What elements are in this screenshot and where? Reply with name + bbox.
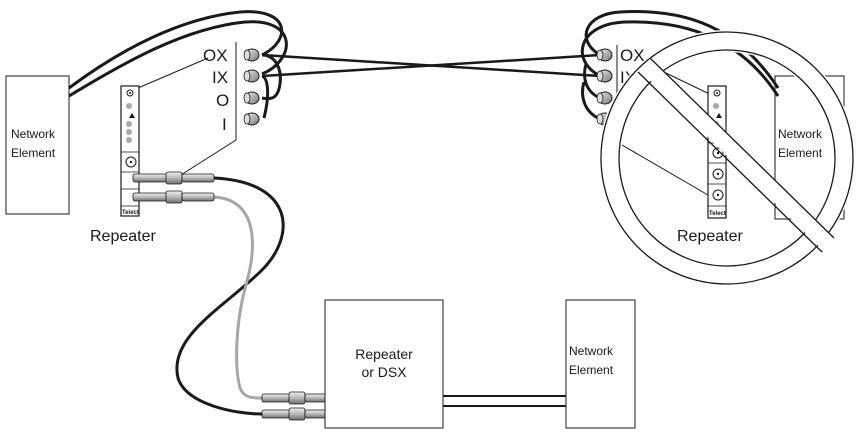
right-port-label-ox: OX: [620, 46, 645, 65]
bottom-ne-label-line2: Element: [569, 363, 614, 377]
prohibited-icon: [599, 30, 855, 286]
left-jack-o[interactable]: [243, 91, 260, 105]
left-ne-cables: [68, 10, 288, 98]
left-port-labels: OX IX O I: [203, 46, 229, 134]
right-repeater-label: Repeater: [677, 228, 743, 245]
left-jack-ox[interactable]: [243, 48, 260, 62]
left-card-plug-2[interactable]: [132, 190, 215, 204]
left-led-2: [126, 121, 132, 127]
left-ne-label-line2: Element: [11, 146, 56, 160]
right-card-brand: Telect: [709, 211, 726, 217]
left-card-plug-1[interactable]: [132, 171, 215, 185]
left-port-label-o: O: [216, 91, 229, 110]
left-repeater-card: Telect: [120, 85, 140, 217]
left-led-4: [126, 137, 132, 143]
bottom-ne-label-line1: Network: [569, 344, 614, 358]
left-network-element: Network Element: [5, 75, 70, 215]
left-jack-ix[interactable]: [243, 69, 260, 83]
repeater-or-dsx-box: Repeater or DSX: [324, 299, 444, 429]
left-port-label-i: I: [222, 115, 227, 134]
left-warning-icon: [129, 113, 135, 118]
dsx-label-line2: or DSX: [361, 364, 407, 380]
gray-patch-cord: [213, 195, 263, 400]
left-card-brand: Telect: [122, 210, 139, 216]
cross-connect-cables: [261, 53, 601, 78]
left-port-jacks: [243, 48, 260, 126]
left-jack-i[interactable]: [243, 112, 260, 126]
black-patch-cord: [175, 176, 285, 416]
right-jack-ix[interactable]: [596, 69, 613, 83]
right-ne-label-line2: Element: [778, 146, 823, 160]
left-led-3: [126, 129, 132, 135]
right-jack-o[interactable]: [596, 91, 613, 105]
right-repeater-card: Telect: [707, 85, 727, 219]
right-jack-ox[interactable]: [596, 48, 613, 62]
left-ne-label-line1: Network: [11, 127, 56, 141]
right-warning-icon: [716, 113, 722, 118]
left-port-loops: [261, 53, 282, 119]
bottom-network-element: Network Element: [565, 299, 636, 429]
left-patch-panel: [137, 42, 237, 181]
right-led-1: [713, 103, 719, 109]
dsx-label-line1: Repeater: [355, 346, 413, 362]
left-led-1: [126, 103, 132, 109]
dsx-to-ne-cables: [443, 395, 566, 407]
left-port-label-ix: IX: [212, 68, 228, 87]
right-ne-label-line1: Network: [778, 127, 823, 141]
left-port-label-ox: OX: [203, 46, 228, 65]
left-repeater-label: Repeater: [90, 228, 156, 245]
